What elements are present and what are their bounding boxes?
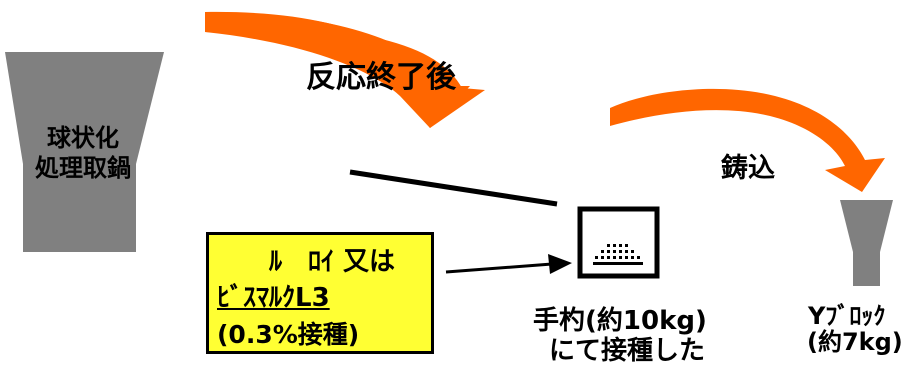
y-block-label-line1: Yﾌﾞﾛｯｸ xyxy=(808,302,886,330)
inoculant-arrow-line xyxy=(445,262,553,274)
inoculant-dots xyxy=(593,244,643,265)
ladle-label-line1: 球状化 xyxy=(47,124,119,152)
hand-ladle-label-line2: にて接種した xyxy=(549,336,706,366)
ladle-label: 球状化 処理取鍋 xyxy=(22,123,144,183)
after-reaction-label: 反応終了後 xyxy=(306,60,456,95)
y-block-label-line2: (約7kg) xyxy=(807,328,903,356)
hand-cup xyxy=(577,206,660,279)
inoculant-box-line1: ﾙ ﾛｲ 又は xyxy=(269,247,396,277)
ladle-shape xyxy=(5,52,164,252)
inoculant-arrow-head xyxy=(548,254,572,274)
inoculant-box-line3: (0.3%接種) xyxy=(217,320,360,349)
inoculant-box-line2: ﾋﾞｽﾏﾙｸL3 xyxy=(217,283,330,313)
pouring-label: 鋳込 xyxy=(721,153,775,184)
pour-line xyxy=(349,169,558,207)
inoculant-box: ﾙ ﾛｲ 又は ﾋﾞｽﾏﾙｸL3 (0.3%接種) xyxy=(206,232,434,354)
big-orange-arrow-tail xyxy=(205,12,470,128)
y-block-shape xyxy=(840,200,893,286)
hand-ladle-label-line1: 手杓(約10kg) xyxy=(533,306,707,336)
ladle-label-line2: 処理取鍋 xyxy=(35,154,131,182)
pour-orange-arrow xyxy=(610,88,885,192)
